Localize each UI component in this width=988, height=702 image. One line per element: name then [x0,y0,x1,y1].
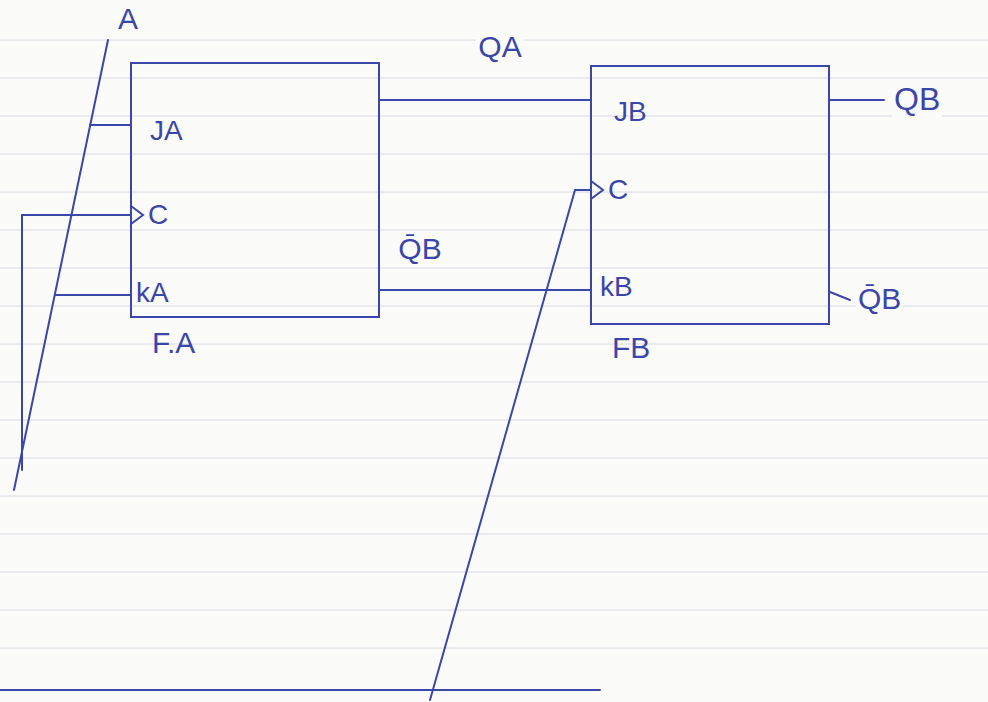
output-name: Q̄B [856,282,903,315]
ruled-line [0,116,988,117]
output-wire [830,292,850,300]
ruled-line [0,572,988,573]
ruled-line [0,382,988,383]
ruled-lines [0,40,988,648]
wires [0,40,884,700]
clock-wire [0,689,600,691]
signal-name: QA [476,30,523,63]
pin-name: kA [136,278,169,309]
wire [380,289,590,291]
output-name: QB [892,82,942,117]
ruled-line [0,648,988,649]
clock-wire [22,214,130,216]
signal-name: A [116,2,140,35]
wire [380,99,590,101]
output-wire [830,99,884,101]
input-wire [55,294,130,296]
ruled-line [0,458,988,459]
input-wire [14,40,108,490]
pin-name: C [608,175,628,206]
ruled-line [0,420,988,421]
ruled-line [0,534,988,535]
flip-flop-box: JBCkBFB [590,65,830,325]
flip-flop-name: F.A [152,326,195,359]
clock-symbol [131,206,143,224]
ruled-line [0,496,988,497]
pin-name: C [148,200,168,231]
pin-name: kB [600,272,633,303]
clock-wire [21,215,23,470]
ruled-line [0,192,988,193]
ruled-line [0,344,988,345]
input-wire [90,124,130,126]
clock-wire [430,190,590,700]
ruled-line [0,610,988,611]
ruled-line [0,154,988,155]
pin-name: JB [614,97,647,128]
pin-name: JA [150,116,183,147]
clock-symbol [591,181,603,199]
flip-flop-name: FB [612,331,650,364]
flip-flop-box: JACkAF.A [130,62,380,318]
signal-name: Q̄B [396,232,443,265]
ruled-line [0,78,988,79]
ruled-line [0,268,988,269]
